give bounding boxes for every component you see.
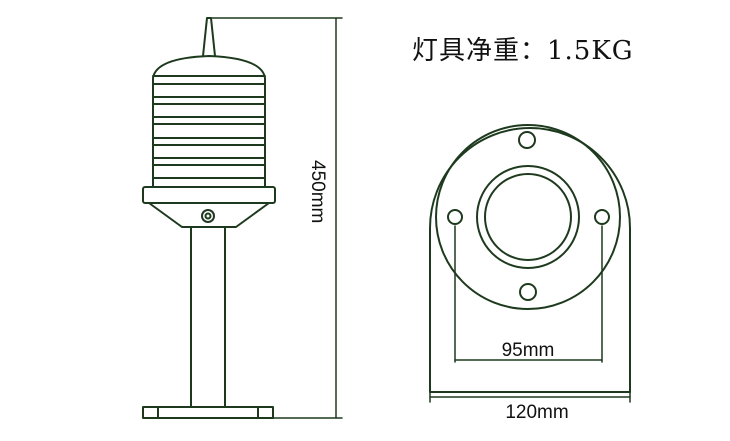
lamp-neck [148,202,270,228]
hole-spacing-label: 95mm [502,340,555,361]
support-pole [190,226,226,408]
lamp-socket-outer [476,165,580,269]
lamp-flange [142,186,276,204]
lamp-antenna [202,17,216,57]
mount-hole-top [518,131,536,149]
mounting-foot [142,406,274,419]
lamp-dome [152,55,266,188]
base-plate-outline [429,127,631,393]
lens-rings [152,75,266,179]
lamp-socket-inner [484,173,572,261]
mount-hole-left [447,209,463,225]
height-dimension [210,17,343,419]
hole-spacing-dimension [454,225,603,363]
lamp-side-view [142,17,276,419]
height-label: 450mm [307,160,328,223]
base-width-dimension [429,391,631,403]
base-inner-ring [435,124,621,310]
base-top-view [429,124,631,393]
mount-hole-bottom [519,283,537,301]
mount-hole-right [594,209,610,225]
base-width-label: 120mm [505,402,568,423]
neck-screw [201,209,215,223]
net-weight-label: 灯具净重：1.5KG [412,36,634,66]
